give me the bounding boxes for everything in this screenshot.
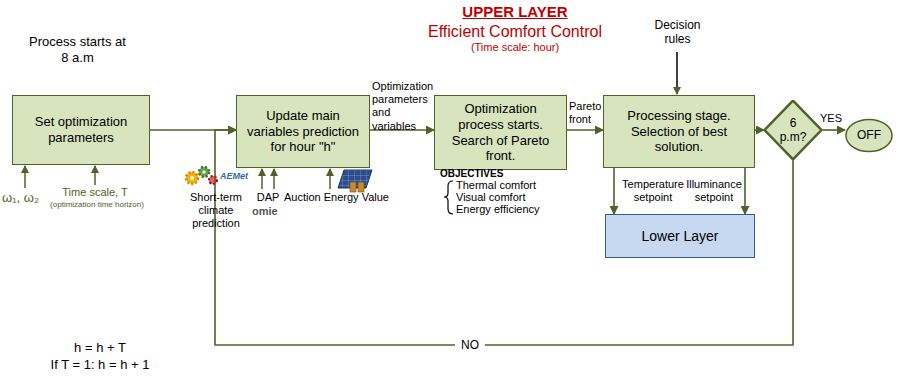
text-label: OBJECTIVES	[440, 168, 520, 180]
solar-panel-icon	[338, 170, 372, 192]
process-box: Optimization process starts. Search of P…	[434, 95, 567, 170]
edge-label: Pareto front	[569, 100, 603, 126]
edge-label: Temperature setpoint	[620, 178, 686, 204]
lower-layer-box: Lower Layer	[605, 214, 755, 258]
text-label: Visual comfort	[456, 191, 546, 204]
input-arrow	[329, 169, 331, 189]
text-label: Short-term climate prediction	[180, 191, 252, 231]
process-box: Processing stage. Selection of best solu…	[603, 95, 755, 168]
objectives-brace	[444, 181, 453, 214]
edge-label: Illuminance setpoint	[686, 178, 742, 204]
text-label: Process starts at 8 a.m	[25, 34, 130, 65]
ellipse-shape	[846, 119, 892, 151]
node-text: 6 p.m?	[777, 116, 809, 145]
text-label: Auction Energy Value	[284, 191, 394, 204]
connector	[755, 129, 764, 131]
text-label: h = h + T	[45, 340, 155, 356]
node-text: Lower Layer	[641, 228, 718, 245]
edge-label: NO	[455, 338, 485, 352]
connector	[822, 129, 845, 131]
edge-label: YES	[820, 112, 844, 125]
input-arrow	[94, 166, 96, 185]
text-label: Decision rules	[640, 18, 715, 47]
text-label: AEMet	[220, 171, 256, 182]
node-text: Optimization process starts. Search of P…	[441, 101, 560, 163]
text-label: If T = 1: h = h + 1	[20, 357, 180, 373]
text-label: ω₁, ω₂	[2, 190, 52, 206]
text-label: DAP	[255, 191, 281, 204]
text-label: (optimization time horizon)	[50, 200, 144, 210]
connector	[744, 168, 746, 214]
process-box: Update main variables prediction for hou…	[236, 95, 370, 168]
diagram-title: UPPER LAYER	[420, 3, 610, 21]
text-label: (Time scale: hour)	[440, 41, 590, 54]
text-label: omie	[252, 205, 288, 218]
input-arrow	[676, 52, 678, 94]
process-box: Set optimization parameters	[12, 95, 150, 165]
text-label: Efficient Comfort Control	[420, 22, 610, 41]
edge-label: Optimization parameters and variables	[372, 80, 434, 133]
input-arrow	[24, 166, 26, 188]
diamond-shape	[765, 101, 822, 160]
connector	[567, 129, 603, 131]
node-text: OFF	[857, 128, 881, 142]
input-arrow	[273, 169, 275, 189]
gears-icon	[186, 167, 217, 184]
connector	[613, 168, 615, 214]
node-text: Update main variables prediction for hou…	[243, 108, 363, 155]
node-text: Set optimization parameters	[19, 114, 143, 145]
decision-diamond: 6 p.m?	[764, 100, 822, 160]
text-label: Thermal comfort	[456, 179, 546, 192]
text-label: Energy efficiency	[456, 203, 546, 216]
terminal-ellipse: OFF	[845, 118, 893, 153]
text-label: Time scale, T	[55, 186, 135, 199]
node-text: Processing stage. Selection of best solu…	[610, 108, 748, 155]
input-arrow	[261, 169, 263, 189]
